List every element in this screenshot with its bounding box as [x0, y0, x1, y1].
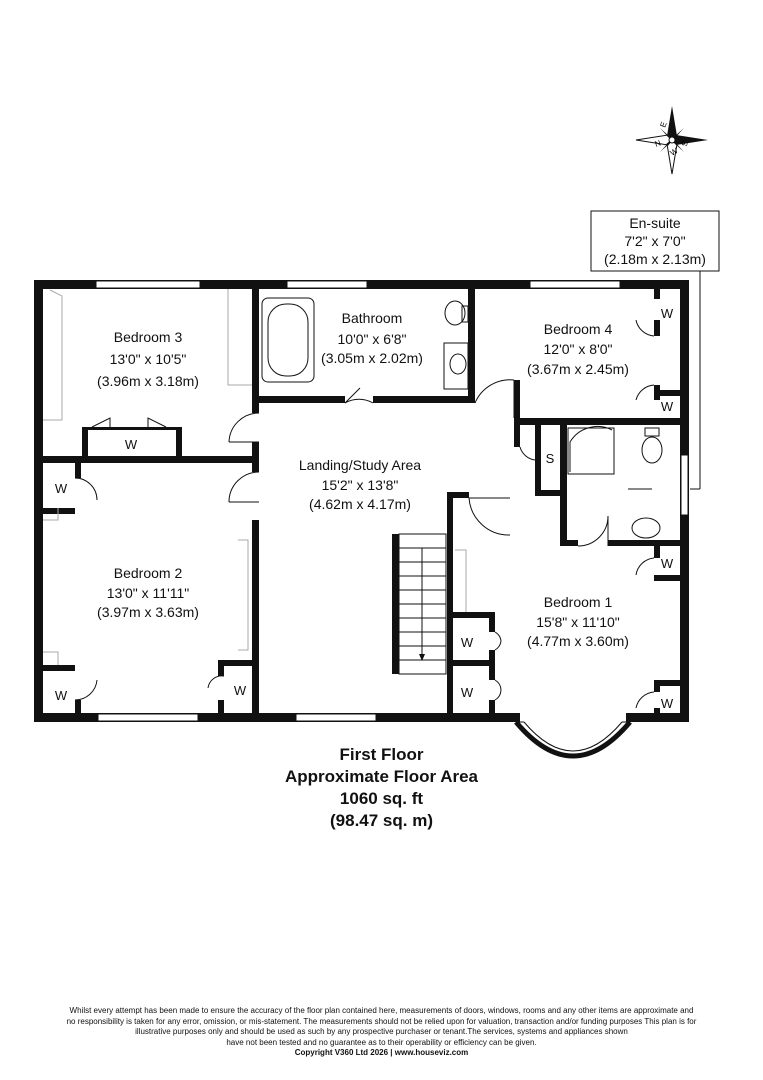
room-bedroom-3: Bedroom 3 13'0" x 10'5" (3.96m x 3.18m) — [97, 329, 199, 389]
compass-letter-s: S — [679, 139, 689, 147]
compass-rose-icon: N E S W — [635, 106, 708, 175]
bathroom-fixtures — [261, 297, 469, 390]
floor-area-summary: First Floor Approximate Floor Area 1060 … — [0, 744, 763, 832]
landing-imperial: 15'2" x 13'8" — [322, 477, 399, 493]
room-bedroom-4: Bedroom 4 12'0" x 8'0" (3.67m x 2.45m) — [527, 321, 629, 377]
ensuite-name: En-suite — [629, 215, 681, 231]
grey-outlines — [43, 289, 467, 665]
room-bedroom-1: Bedroom 1 15'8" x 11'10" (4.77m x 3.60m) — [527, 594, 629, 649]
floor-area-sqft: 1060 sq. ft — [339, 789, 424, 808]
bathroom-imperial: 10'0" x 6'8" — [338, 331, 407, 347]
bedroom3-metric: (3.96m x 3.18m) — [97, 373, 199, 389]
floor-area-label: Approximate Floor Area — [284, 767, 479, 786]
wardrobe-bed4-bottom: W — [661, 399, 674, 414]
compass-letter-e: E — [658, 121, 668, 129]
compass-letter-n: N — [654, 138, 663, 149]
disclaimer-line-2: no responsibility is taken for any error… — [66, 1016, 697, 1026]
disclaimer-line-1: Whilst every attempt has been made to en… — [69, 1006, 694, 1015]
bedroom2-imperial: 13'0" x 11'11" — [107, 585, 190, 601]
bay-window — [514, 720, 632, 759]
wardrobe-bed3: W — [125, 437, 138, 452]
staircase — [392, 533, 447, 675]
bedroom3-imperial: 13'0" x 10'5" — [110, 351, 187, 367]
bathroom-metric: (3.05m x 2.02m) — [321, 350, 423, 366]
bedroom4-metric: (3.67m x 2.45m) — [527, 361, 629, 377]
wardrobe-bed1-left-top: W — [461, 635, 474, 650]
wardrobe-bed2-bottom-left: W — [55, 688, 68, 703]
bedroom1-metric: (4.77m x 3.60m) — [527, 633, 629, 649]
bathroom-name: Bathroom — [342, 310, 403, 326]
disclaimer: Whilst every attempt has been made to en… — [18, 1006, 745, 1059]
bedroom1-imperial: 15'8" x 11'10" — [536, 614, 620, 630]
bedroom2-metric: (3.97m x 3.63m) — [97, 604, 199, 620]
ensuite-label-box: En-suite 7'2" x 7'0" (2.18m x 2.13m) — [590, 210, 720, 490]
disclaimer-line-4: have not been tested and no guarantee as… — [226, 1037, 537, 1047]
bedroom3-name: Bedroom 3 — [114, 329, 183, 345]
wardrobe-bed1-right-bottom: W — [661, 696, 674, 711]
door-swings — [74, 319, 655, 709]
wardrobe-bed2-top: W — [55, 481, 68, 496]
interior-walls — [43, 289, 680, 722]
wardrobe-bed2-bottom-right: W — [234, 683, 247, 698]
bedroom4-imperial: 12'0" x 8'0" — [544, 341, 613, 357]
landing-name: Landing/Study Area — [299, 457, 421, 473]
ensuite-fixtures — [567, 426, 663, 539]
disclaimer-line-3: illustrative purposes only and should be… — [135, 1027, 628, 1036]
storage-cupboard: S — [546, 451, 555, 466]
room-landing: Landing/Study Area 15'2" x 13'8" (4.62m … — [299, 457, 421, 512]
bedroom1-name: Bedroom 1 — [544, 594, 613, 610]
room-bedroom-2: Bedroom 2 13'0" x 11'11" (3.97m x 3.63m) — [97, 565, 199, 620]
wardrobe-labels: W W W W W W W W W W S — [55, 306, 674, 711]
floor-title: First Floor — [339, 745, 424, 764]
ensuite-imperial: 7'2" x 7'0" — [624, 233, 685, 249]
ensuite-metric: (2.18m x 2.13m) — [604, 251, 706, 267]
floor-area-sqm: (98.47 sq. m) — [330, 811, 433, 830]
wardrobe-bed1-right-top: W — [661, 556, 674, 571]
windows — [95, 280, 689, 722]
room-bathroom: Bathroom 10'0" x 6'8" (3.05m x 2.02m) — [321, 310, 423, 366]
copyright: Copyright V360 Ltd 2026 | www.houseviz.c… — [294, 1048, 469, 1057]
bedroom4-name: Bedroom 4 — [544, 321, 613, 337]
compass-letter-w: W — [669, 146, 680, 158]
wardrobe-bed1-left-bottom: W — [461, 685, 474, 700]
bedroom2-name: Bedroom 2 — [114, 565, 183, 581]
wardrobe-bed4-top: W — [661, 306, 674, 321]
landing-metric: (4.62m x 4.17m) — [309, 496, 411, 512]
